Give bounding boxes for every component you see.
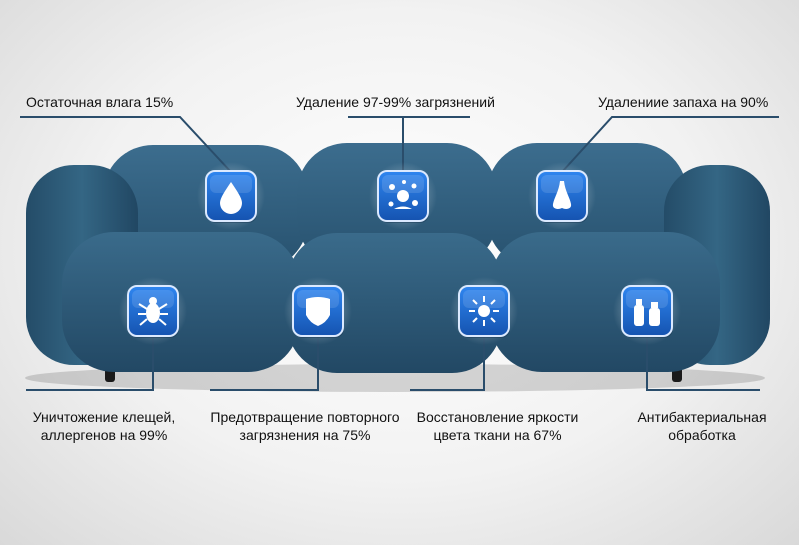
feature-text-antibacterial-1: Антибактериальная — [637, 409, 767, 425]
feature-text-color-restore-2: цвета ткани на 67% — [433, 427, 562, 443]
nose-icon — [528, 162, 596, 230]
water-drop-icon — [197, 162, 265, 230]
feature-text-mite-removal-1: Уничтожение клещей, — [32, 409, 176, 425]
leader-line-re-soiling — [210, 335, 319, 391]
bug-icon — [119, 277, 187, 345]
feature-text-re-soiling-2: загрязнения на 75% — [239, 427, 371, 443]
feature-text-antibacterial-2: обработка — [668, 427, 736, 443]
feature-label-color-restore: Восстановление яркости цвета ткани на 67… — [405, 408, 590, 444]
feature-text-dirt-removal: Удаление 97-99% загрязнений — [296, 94, 495, 110]
feature-label-odor-removal: Удалениие запаха на 90% — [598, 93, 768, 111]
feature-text-color-restore-1: Восстановление яркости — [416, 409, 579, 425]
feature-label-antibacterial: Антибактериальная обработка — [622, 408, 782, 444]
leader-line-odor-removal — [561, 116, 779, 173]
leader-line-color-restore — [410, 335, 485, 391]
splash-icon — [369, 162, 437, 230]
shield-icon — [284, 277, 352, 345]
leader-lines — [20, 116, 779, 391]
leader-line-mite-removal — [26, 335, 154, 391]
seat-cushion-right — [490, 232, 720, 372]
feature-text-re-soiling-1: Предотвращение повторного — [210, 409, 400, 425]
feature-label-mite-removal: Уничтожение клещей, аллергенов на 99% — [24, 408, 184, 444]
leader-line-antibacterial — [646, 335, 760, 391]
feature-text-mite-removal-2: аллергенов на 99% — [40, 427, 168, 443]
sun-icon — [450, 277, 518, 345]
feature-label-re-soiling: Предотвращение повторного загрязнения на… — [200, 408, 410, 444]
feature-text-odor-removal: Удалениие запаха на 90% — [598, 94, 769, 110]
feature-text-residual-moisture: Остаточная влага 15% — [26, 94, 174, 110]
feature-label-dirt-removal: Удаление 97-99% загрязнений — [296, 93, 495, 111]
feature-label-residual-moisture: Остаточная влага 15% — [26, 93, 173, 111]
spray-bottles-icon — [613, 277, 681, 345]
seat-cushion-middle — [287, 233, 502, 373]
leader-line-residual-moisture — [20, 116, 232, 173]
